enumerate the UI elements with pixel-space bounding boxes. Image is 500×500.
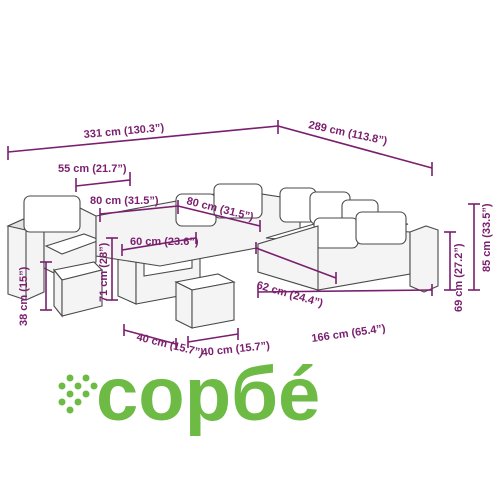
label-total-height: 85 cm (33.5”) xyxy=(481,203,493,272)
label-armrest-width: 55 cm (21.7”) xyxy=(58,163,127,175)
left-armchair xyxy=(23,195,102,277)
label-seat-height: 38 cm (15”) xyxy=(18,266,30,326)
label-table-height: 71 cm (28”) xyxy=(98,242,110,302)
dimension-labels: 331 cm (130.3”) 289 cm (113.8”) 55 cm (2… xyxy=(18,119,493,359)
footstool-left xyxy=(53,261,104,318)
furniture-set xyxy=(6,183,439,329)
brand-logo: copбé xyxy=(58,352,320,437)
side-table-right xyxy=(409,225,439,293)
brand-name: copбé xyxy=(96,352,320,437)
label-sofa-length: 166 cm (65.4”) xyxy=(311,323,387,345)
logo-dots-icon xyxy=(58,374,98,414)
dimension-lines xyxy=(7,120,480,350)
label-width-right: 289 cm (113.8”) xyxy=(307,119,388,147)
footstool-center xyxy=(174,273,236,329)
label-arm-height: 69 cm (27.2”) xyxy=(453,243,465,312)
label-module-width-a: 80 cm (31.5”) xyxy=(90,195,159,207)
label-table-width: 60 cm (23.6”) xyxy=(130,236,199,248)
